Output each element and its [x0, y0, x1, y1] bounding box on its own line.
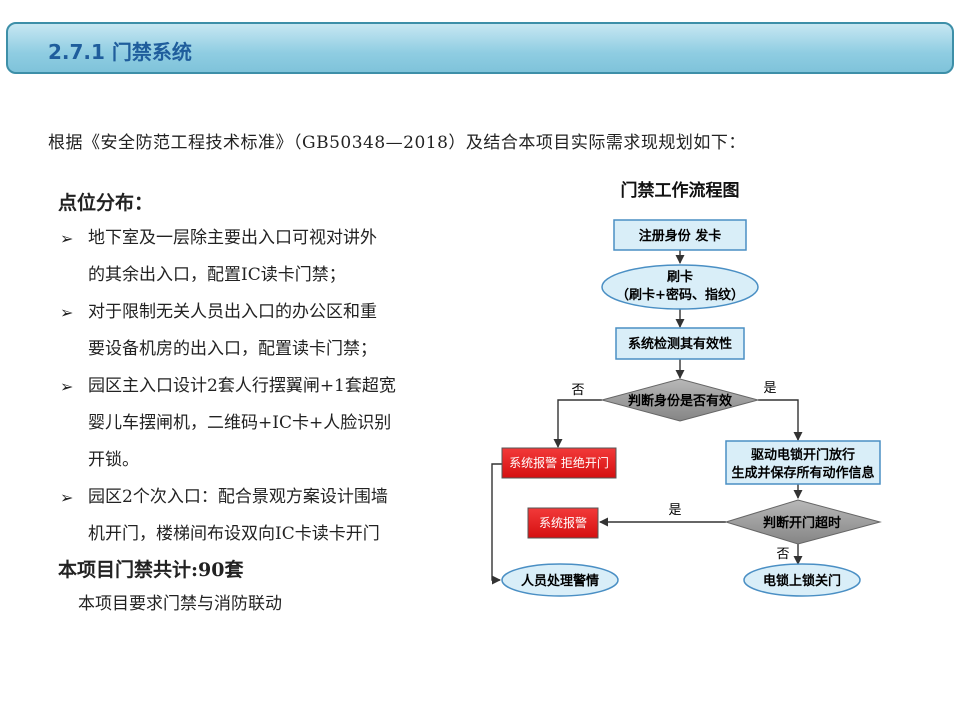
svg-text:电锁上锁关门: 电锁上锁关门 — [763, 573, 841, 589]
points-heading: 点位分布： — [58, 192, 154, 214]
svg-text:判断开门超时: 判断开门超时 — [763, 515, 841, 531]
bullet-item-continuation: 婴儿车摆闸机，二维码+IC卡+人脸识别 — [58, 405, 468, 442]
access-control-flowchart: 门禁工作流程图 注册身份 发卡 刷卡 （刷卡+密码、指纹） 系统检测其有效性 判… — [491, 180, 882, 597]
svg-text:注册身份 发卡: 注册身份 发卡 — [639, 228, 722, 244]
node-judge-timeout: 判断开门超时 — [724, 499, 882, 545]
arrow-judge-no — [553, 399, 602, 448]
svg-text:系统检测其有效性: 系统检测其有效性 — [628, 336, 732, 352]
bullet-item: ➢ 园区2个次入口：配合景观方案设计围墙 — [58, 479, 468, 516]
total-count: 本项目门禁共计:90套 — [58, 559, 244, 581]
node-swipe-card: 刷卡 （刷卡+密码、指纹） — [601, 264, 759, 310]
label-timeout-yes: 是 — [668, 503, 681, 518]
svg-text:（刷卡+密码、指纹）: （刷卡+密码、指纹） — [616, 287, 744, 303]
arrow-bullet-icon: ➢ — [60, 488, 74, 507]
bullet-text: 地下室及一层除主要出入口可视对讲外 — [88, 228, 377, 248]
bullet-text: 要设备机房的出入口，配置读卡门禁； — [88, 339, 377, 359]
arrow-alarm-to-handle — [491, 463, 502, 585]
node-lock-close: 电锁上锁关门 — [743, 563, 861, 597]
svg-text:系统报警 拒绝开门: 系统报警 拒绝开门 — [509, 455, 609, 470]
arrow-bullet-icon: ➢ — [60, 229, 74, 248]
point-distribution: 点位分布： ➢ 地下室及一层除主要出入口可视对讲外的其余出入口，配置IC读卡门禁；… — [58, 186, 468, 621]
svg-text:驱动电锁开门放行: 驱动电锁开门放行 — [751, 447, 855, 463]
bullet-list: ➢ 地下室及一层除主要出入口可视对讲外的其余出入口，配置IC读卡门禁； ➢ 对于限制无… — [58, 220, 468, 553]
section-title: 2.7.1 门禁系统 — [48, 40, 192, 64]
bullet-text: 的其余出入口，配置IC读卡门禁； — [88, 265, 346, 285]
bullet-text: 开锁。 — [88, 450, 139, 470]
flowchart-title: 门禁工作流程图 — [621, 180, 740, 201]
label-judge-no: 否 — [571, 383, 584, 398]
label-judge-yes: 是 — [763, 381, 776, 396]
svg-text:系统报警: 系统报警 — [539, 515, 587, 530]
label-timeout-no: 否 — [776, 547, 789, 562]
flow-connectors — [491, 250, 803, 585]
bullet-item: ➢ 园区主入口设计2套人行摆翼闸+1套超宽 — [58, 368, 468, 405]
arrow-bullet-icon: ➢ — [60, 303, 74, 322]
node-handle-alarm: 人员处理警情 — [501, 563, 619, 597]
bullet-item: ➢ 对于限制无关人员出入口的办公区和重 — [58, 294, 468, 331]
bullet-text: 园区主入口设计2套人行摆翼闸+1套超宽 — [88, 376, 396, 396]
node-system-alarm: 系统报警 — [527, 507, 599, 539]
intro-text: 根据《安全防范工程技术标准》（GB50348—2018）及结合本项目实际需求现规… — [48, 133, 746, 153]
bullet-item-continuation: 机开门，楼梯间布设双向IC卡读卡开门 — [58, 516, 468, 553]
bullet-text: 对于限制无关人员出入口的办公区和重 — [88, 302, 377, 322]
svg-text:判断身份是否有效: 判断身份是否有效 — [628, 393, 733, 409]
fire-linkage-note: 本项目要求门禁与消防联动 — [78, 594, 282, 614]
svg-text:刷卡: 刷卡 — [667, 269, 693, 285]
node-judge-identity: 判断身份是否有效 — [600, 378, 760, 422]
bullet-item: ➢ 地下室及一层除主要出入口可视对讲外 — [58, 220, 468, 257]
bullet-item-continuation: 要设备机房的出入口，配置读卡门禁； — [58, 331, 468, 368]
bullet-item-continuation: 开锁。 — [58, 442, 468, 479]
bullet-item-continuation: 的其余出入口，配置IC读卡门禁； — [58, 257, 468, 294]
bullet-text: 园区2个次入口：配合景观方案设计围墙 — [88, 487, 388, 507]
section-title-bar: 2.7.1 门禁系统 — [6, 22, 954, 74]
bullet-text: 机开门，楼梯间布设双向IC卡读卡开门 — [88, 524, 380, 544]
node-check-validity: 系统检测其有效性 — [615, 327, 745, 360]
bullet-text: 婴儿车摆闸机，二维码+IC卡+人脸识别 — [88, 413, 392, 433]
arrow-judge-yes — [758, 399, 803, 441]
node-alarm-reject: 系统报警 拒绝开门 — [501, 447, 617, 479]
node-register: 注册身份 发卡 — [613, 219, 747, 251]
svg-text:人员处理警情: 人员处理警情 — [521, 573, 599, 589]
svg-text:生成并保存所有动作信息: 生成并保存所有动作信息 — [731, 465, 874, 481]
arrow-bullet-icon: ➢ — [60, 377, 74, 396]
node-drive-lock-open: 驱动电锁开门放行 生成并保存所有动作信息 — [725, 440, 881, 485]
